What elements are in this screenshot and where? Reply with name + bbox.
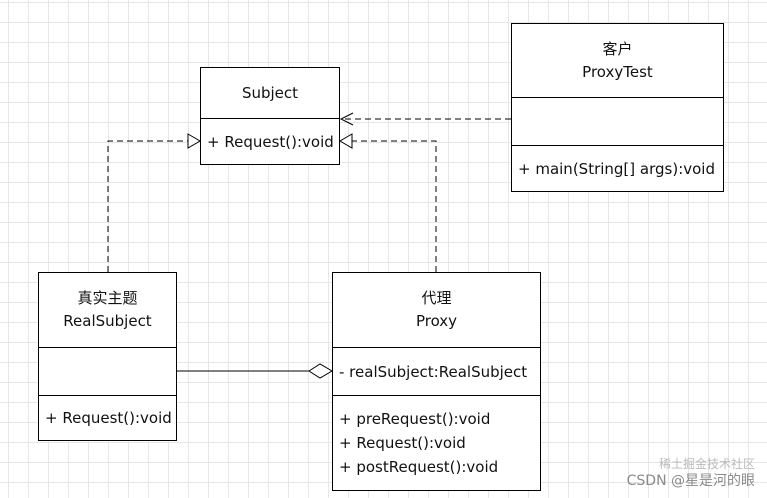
aggregation-diamond	[308, 363, 333, 379]
attributes-section: - realSubject:RealSubject	[333, 347, 540, 395]
class-name-section: Subject	[201, 68, 339, 118]
class-proxy[interactable]: 代理 Proxy - realSubject:RealSubject + pre…	[332, 272, 541, 491]
attribute: - realSubject:RealSubject	[339, 362, 528, 381]
class-subject[interactable]: Subject + Request():void	[200, 67, 340, 165]
attributes-section	[512, 97, 723, 145]
realization-line-proxy-subject	[352, 140, 437, 272]
class-name: Proxy	[415, 312, 458, 330]
operations-section: + Request():void	[201, 118, 339, 164]
class-name: RealSubject	[63, 312, 152, 330]
operation: + postRequest():void	[339, 458, 499, 476]
operation: + preRequest():void	[339, 410, 491, 428]
watermark-faint: 稀土掘金技术社区	[658, 457, 755, 471]
operations-section: + main(String[] args):void	[512, 145, 723, 191]
attributes-section	[39, 347, 176, 395]
realization-arrowhead-left	[187, 133, 201, 149]
class-name-section: 代理 Proxy	[333, 273, 540, 347]
operation: + main(String[] args):void	[518, 159, 715, 178]
operations-section: + preRequest():void + Request():void + p…	[333, 395, 540, 490]
operations-section: + Request():void	[39, 395, 176, 440]
class-name: ProxyTest	[582, 62, 653, 81]
dependency-arrowhead	[339, 112, 354, 126]
operation: + Request():void	[339, 434, 466, 452]
class-real-subject[interactable]: 真实主题 RealSubject + Request():void	[38, 272, 177, 441]
watermark-text: CSDN @星是河的眼	[626, 473, 755, 489]
operation: + Request():void	[207, 132, 334, 151]
realization-arrowhead-right	[339, 133, 353, 149]
class-name-section: 真实主题 RealSubject	[39, 273, 176, 347]
operation: + Request():void	[45, 409, 172, 427]
watermark: 稀土掘金技术社区 CSDN @星是河的眼	[626, 457, 755, 490]
class-client[interactable]: 客户 ProxyTest + main(String[] args):void	[511, 23, 724, 192]
class-stereotype: 代理	[421, 289, 452, 307]
class-name-section: 客户 ProxyTest	[512, 24, 723, 97]
class-stereotype: 客户	[602, 39, 633, 58]
class-stereotype: 真实主题	[77, 289, 138, 307]
class-name: Subject	[241, 83, 299, 102]
realization-line-realsubject-subject	[107, 140, 188, 272]
